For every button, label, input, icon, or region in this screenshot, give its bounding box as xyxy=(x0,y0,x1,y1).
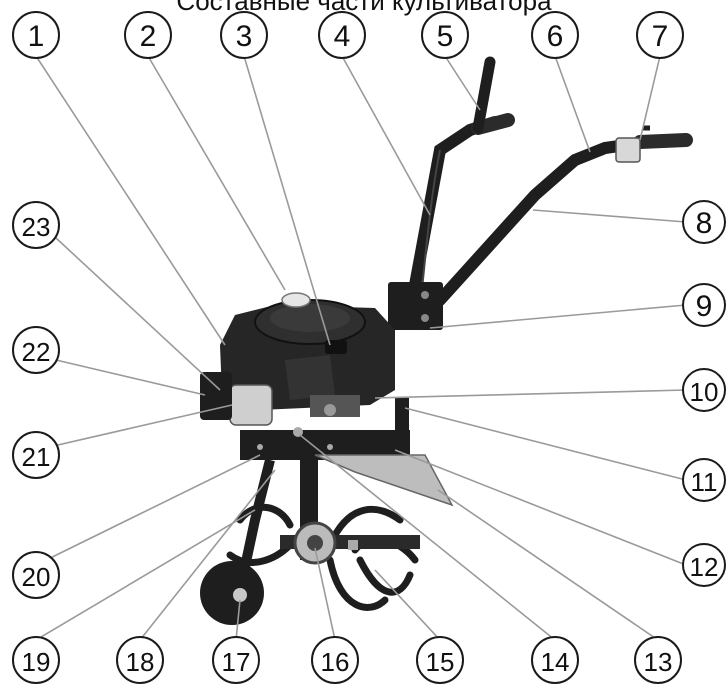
callout-label: 7 xyxy=(652,20,669,53)
callout-label: 17 xyxy=(222,647,251,677)
air-filter xyxy=(230,385,272,425)
callout-8: 8 xyxy=(683,201,725,243)
transport-wheel xyxy=(200,561,264,625)
callout-7: 7 xyxy=(637,12,683,58)
callout-23: 23 xyxy=(13,202,59,248)
starter-handle xyxy=(325,340,347,354)
callout-label: 9 xyxy=(696,290,713,323)
callout-label: 4 xyxy=(334,20,351,53)
callout-14: 14 xyxy=(532,637,578,683)
callout-12: 12 xyxy=(683,544,725,586)
callout-10: 10 xyxy=(683,369,725,411)
callout-4: 4 xyxy=(319,12,365,58)
callout-19: 19 xyxy=(13,637,59,683)
callout-label: 6 xyxy=(547,20,564,53)
callout-18: 18 xyxy=(117,637,163,683)
callout-label: 18 xyxy=(126,647,155,677)
callout-22: 22 xyxy=(13,327,59,373)
callout-label: 3 xyxy=(236,20,253,53)
fuel-cap xyxy=(282,293,310,307)
callout-label: 23 xyxy=(22,212,51,242)
clutch-switch xyxy=(616,138,640,162)
right-handle xyxy=(440,143,640,300)
callout-label: 14 xyxy=(541,647,570,677)
callout-21: 21 xyxy=(13,432,59,478)
callout-13: 13 xyxy=(635,637,681,683)
callout-label: 11 xyxy=(691,467,718,497)
muffler xyxy=(200,372,232,420)
callout-label: 5 xyxy=(437,20,454,53)
callout-16: 16 xyxy=(312,637,358,683)
callout-label: 12 xyxy=(690,552,719,582)
callout-label: 1 xyxy=(28,20,45,53)
callout-17: 17 xyxy=(213,637,259,683)
callout-2: 2 xyxy=(125,12,171,58)
callout-6: 6 xyxy=(532,12,578,58)
callout-label: 20 xyxy=(22,562,51,592)
callout-label: 16 xyxy=(321,647,350,677)
callout-11: 11 xyxy=(683,459,725,501)
side-shield xyxy=(315,455,452,505)
callout-5: 5 xyxy=(422,12,468,58)
callout-label: 10 xyxy=(690,377,719,407)
callout-15: 15 xyxy=(417,637,463,683)
callout-label: 22 xyxy=(22,337,51,367)
handle-mount xyxy=(388,282,443,330)
callout-label: 15 xyxy=(426,647,455,677)
callout-label: 8 xyxy=(696,207,713,240)
callout-9: 9 xyxy=(683,284,725,326)
cultivator-illustration xyxy=(200,62,686,625)
callout-label: 19 xyxy=(22,647,51,677)
callout-label: 2 xyxy=(140,20,157,53)
callout-3: 3 xyxy=(221,12,267,58)
callout-label: 13 xyxy=(644,647,673,677)
callout-label: 21 xyxy=(22,442,51,472)
callout-20: 20 xyxy=(13,552,59,598)
callout-1: 1 xyxy=(13,12,59,58)
